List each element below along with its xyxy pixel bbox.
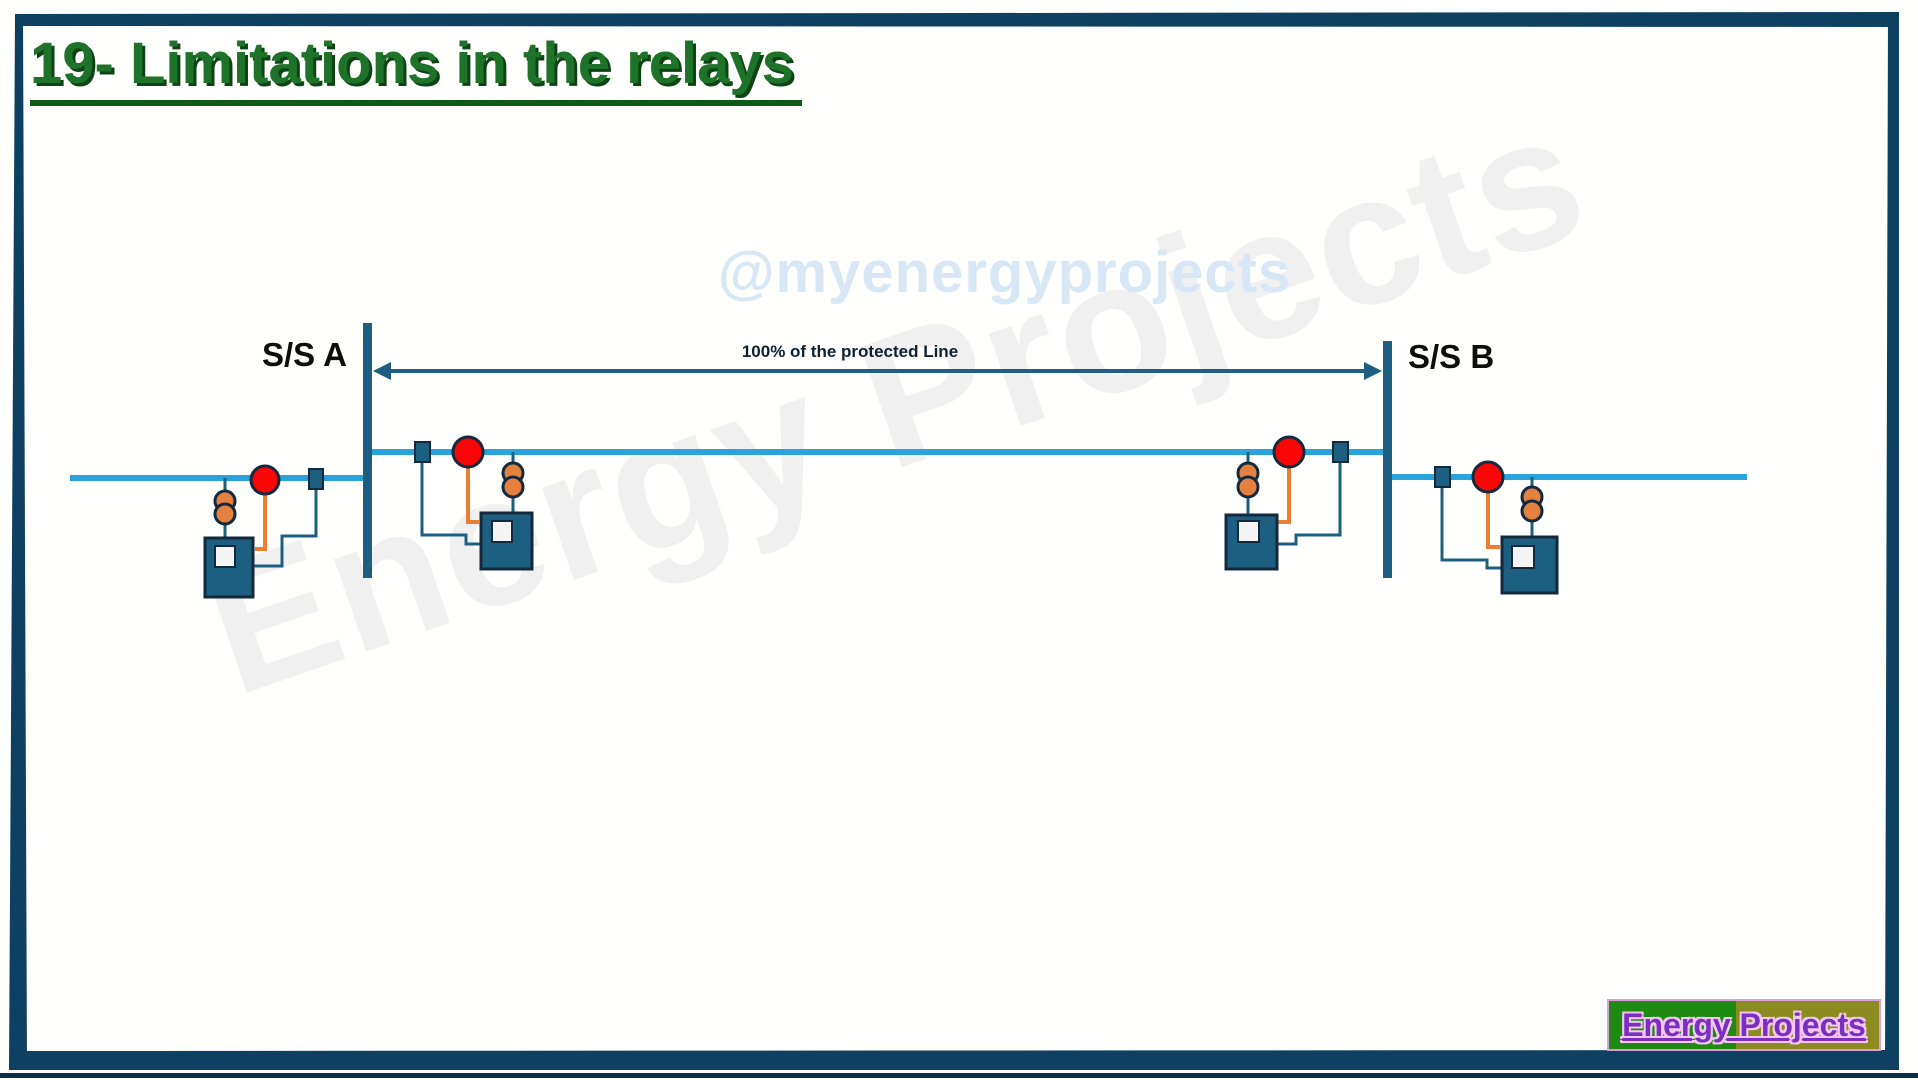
ct-icon [501, 475, 525, 499]
frame-bottom [10, 1050, 1899, 1070]
breaker-trip-wire [420, 462, 481, 546]
relay-group-a-line [414, 435, 534, 571]
brand-logo: Energy Projects [1607, 999, 1881, 1051]
busbar-b [1383, 341, 1392, 578]
fault-indicator-icon [249, 464, 281, 496]
arrowhead-left-icon [373, 362, 391, 380]
fault-indicator-icon [1272, 435, 1306, 469]
frame-right [1885, 12, 1899, 1070]
fault-wire [466, 460, 479, 524]
breaker-trip-wire [1277, 462, 1342, 546]
substation-a-label: S/S A [262, 336, 347, 373]
dimension-label: 100% of the protected Line [741, 342, 959, 361]
fault-wire [1486, 485, 1500, 549]
dimension-arrow [373, 362, 1382, 380]
breaker-trip-wire [1440, 487, 1502, 570]
slide-frame [0, 12, 1918, 1078]
substation-b-label: S/S B [1408, 338, 1495, 375]
relay-group-b-line [1224, 435, 1349, 571]
fault-indicator-icon [451, 435, 485, 469]
ct-icon [1236, 475, 1260, 499]
relay-group-a-outer [203, 464, 324, 599]
page-title: 19- Limitations in the relays [30, 33, 802, 106]
frame-left [9, 14, 27, 1070]
circuit-breaker-icon [1434, 466, 1451, 488]
relay-display [491, 520, 513, 543]
fault-wire [1277, 460, 1291, 524]
ct-icon [1520, 499, 1544, 523]
relay-display [1237, 520, 1260, 543]
frame-top [16, 12, 1899, 27]
fault-wire [255, 488, 267, 551]
relay-display [214, 545, 236, 568]
relay-display [1511, 545, 1535, 569]
circuit-breaker-icon [1332, 441, 1349, 463]
ct-icon [213, 502, 237, 526]
frame-bottom-strip [0, 1073, 1918, 1078]
watermark-handle: @myenergyprojects [718, 240, 1292, 305]
fault-indicator-icon [1471, 460, 1505, 494]
relay-group-b-outer [1434, 460, 1559, 595]
circuit-breaker-icon [414, 441, 431, 463]
circuit-breaker-icon [308, 468, 324, 490]
busbar-a [363, 323, 372, 578]
breaker-trip-wire [253, 489, 318, 568]
brand-logo-text: Energy Projects [1622, 1007, 1866, 1043]
arrowhead-right-icon [1364, 362, 1382, 380]
